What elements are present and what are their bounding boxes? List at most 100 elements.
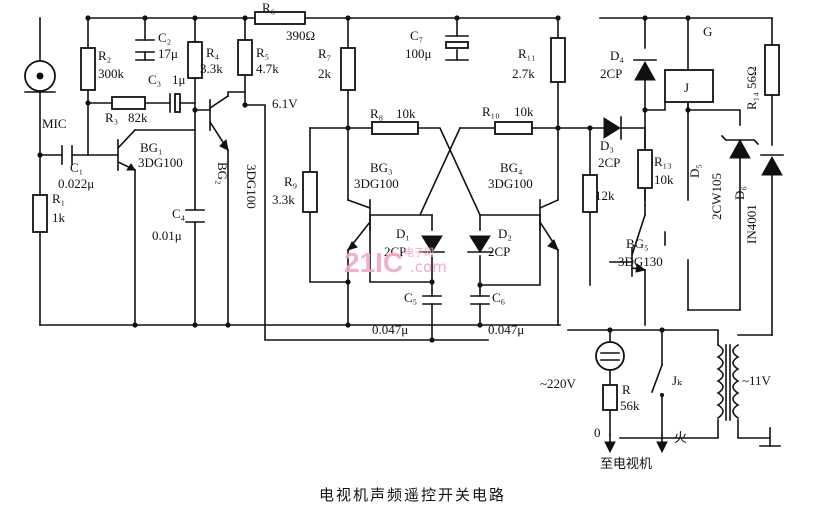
transformer xyxy=(716,343,740,421)
watermark: 21IC 电子网 .com xyxy=(344,246,447,278)
label-c6: C₆ xyxy=(492,290,505,305)
label-bg3: BG₃ xyxy=(370,160,393,175)
capacitor-c7 xyxy=(445,35,469,61)
label-r1-value: 1k xyxy=(52,210,66,225)
resistor-r xyxy=(602,384,618,411)
label-r6: R₆ xyxy=(262,0,275,15)
label-relay: J xyxy=(684,80,689,95)
capacitor-c1 xyxy=(61,145,73,165)
label-c1-value: 0.022μ xyxy=(58,176,94,191)
label-r5-value: 4.7k xyxy=(256,61,279,76)
relay-contact-jk xyxy=(650,363,664,397)
diode-d4 xyxy=(633,59,657,81)
label-r5: R₅ xyxy=(256,45,269,60)
label-r11: R₁₁ xyxy=(518,46,536,61)
diode-d5-zener xyxy=(720,134,760,159)
label-c4-value: 0.01μ xyxy=(152,228,182,243)
resistor-r7 xyxy=(340,47,356,91)
label-c4: C₄ xyxy=(172,206,186,221)
labels: MIC R₁ 1k R₂ 300k R₃ 82k C₁ 0.022μ C₂ 17… xyxy=(42,0,772,472)
diagram-caption: 电视机声频遥控开关电路 xyxy=(318,486,506,504)
resistor-r10 xyxy=(494,121,533,135)
resistor-r3 xyxy=(111,96,146,110)
label-r1: R₁ xyxy=(52,191,65,206)
diode-d1 xyxy=(419,235,445,253)
capacitor-c3 xyxy=(169,93,181,113)
resistor-r14 xyxy=(764,44,780,96)
transistor-bg5 xyxy=(630,213,647,277)
label-r9: R₉ xyxy=(284,174,297,189)
resistor-r8 xyxy=(371,121,419,135)
resistor-r2 xyxy=(80,47,96,91)
label-mic: MIC xyxy=(42,116,67,131)
label-r-value: 56k xyxy=(620,398,640,413)
label-c2-value: 17μ xyxy=(158,46,178,61)
label-d5-value: 2CW105 xyxy=(709,173,724,220)
label-bg1: BG₁ xyxy=(140,140,163,155)
label-c1: C₁ xyxy=(70,160,83,175)
label-d1-value: 2CP xyxy=(384,244,406,259)
label-bg1-value: 3DG100 xyxy=(138,155,183,170)
watermark-sub: 电子网 xyxy=(404,246,434,259)
ground-symbol xyxy=(759,427,781,447)
label-d3: D₃ xyxy=(600,138,614,153)
label-r13: R₁₃ xyxy=(654,154,672,169)
label-c3-value: 1μ xyxy=(172,72,186,87)
label-c7-value: 100μ xyxy=(405,46,432,61)
label-bg5-value: 3DG130 xyxy=(618,254,663,269)
transistor-bg3 xyxy=(346,198,433,252)
label-d2: D₂ xyxy=(498,226,512,241)
watermark-logo: 21IC xyxy=(344,247,403,278)
label-d4: D₄ xyxy=(610,48,624,63)
label-r3: R₃ xyxy=(105,110,118,125)
resistor-r1 xyxy=(32,194,48,233)
label-c3: C₃ xyxy=(148,72,161,87)
label-g: G xyxy=(703,24,712,39)
label-r10-value: 10k xyxy=(514,104,534,119)
relay-coil-j xyxy=(644,69,714,111)
label-d2-value: 2CP xyxy=(488,244,510,259)
label-c5-value: 0.047μ xyxy=(372,322,408,337)
diode-d2 xyxy=(467,235,493,253)
label-r8-value: 10k xyxy=(396,106,416,121)
label-r6-value: 390Ω xyxy=(286,28,315,43)
capacitor-c4 xyxy=(185,209,205,223)
label-c5: C₅ xyxy=(404,290,417,305)
label-bg2-value: 3DG100 xyxy=(244,164,259,209)
label-r3-value: 82k xyxy=(128,110,148,125)
capacitor-c2 xyxy=(135,39,155,61)
capacitor-c5 xyxy=(422,295,442,305)
label-c6-value: 0.047μ xyxy=(488,322,524,337)
label-voltage-6-1v: 6.1V xyxy=(272,96,298,111)
label-d3-value: 2CP xyxy=(598,155,620,170)
label-r: R xyxy=(622,382,631,397)
microphone-symbol xyxy=(24,60,56,93)
label-bg4: BG₄ xyxy=(500,160,523,175)
label-r4-value: 3.3k xyxy=(200,61,223,76)
label-ac-11v: ~11V xyxy=(742,373,772,388)
label-c2: C₂ xyxy=(158,30,171,45)
label-bg5: BG₅ xyxy=(626,236,649,251)
label-fire: 火 xyxy=(674,431,687,446)
label-bg4-value: 3DG100 xyxy=(488,176,533,191)
label-r10: R₁₀ xyxy=(482,104,500,119)
label-c7: C₇ xyxy=(410,28,423,43)
label-relay-contact: Jₖ xyxy=(672,373,683,388)
resistor-r9 xyxy=(302,171,318,213)
label-d5: D₅ xyxy=(687,164,702,178)
resistor-r13 xyxy=(637,149,653,189)
label-d4-value: 2CP xyxy=(600,66,622,81)
label-r14: R₁₄ 56Ω xyxy=(744,66,759,110)
transistor-bg1 xyxy=(116,128,196,172)
resistor-r5 xyxy=(237,39,253,76)
resistor-r4 xyxy=(187,41,203,79)
output-arrows xyxy=(604,434,668,454)
label-r9-value: 3.3k xyxy=(272,192,295,207)
label-r8: R₈ xyxy=(370,106,383,121)
transistor-bg4 xyxy=(479,198,560,252)
label-d6-value: IN4001 xyxy=(744,204,759,244)
diode-d3 xyxy=(603,116,622,140)
label-r12-value: 12k xyxy=(595,188,615,203)
label-r7-value: 2k xyxy=(318,66,332,81)
